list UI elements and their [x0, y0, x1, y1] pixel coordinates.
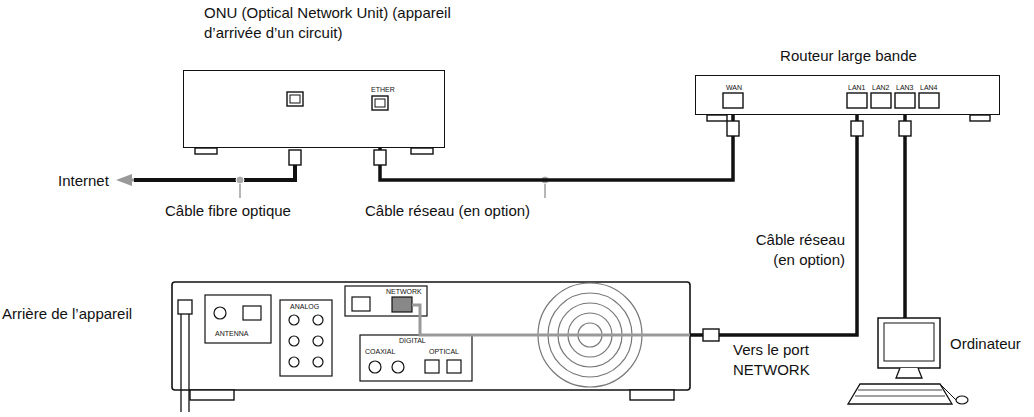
- panel-name: COAXIAL: [364, 348, 396, 355]
- node-label: Routeur large bande: [696, 46, 1001, 66]
- panel-name: ANALOG: [289, 303, 320, 310]
- panel-name: ANTENNA: [214, 330, 249, 337]
- router-box: Routeur large bande: [695, 75, 1000, 115]
- port-name: LAN2: [871, 84, 891, 91]
- device-rear: Arrière de l’appareil: [172, 282, 690, 390]
- node-label: ONU (Optical Network Unit) (appareil d’a…: [204, 3, 459, 42]
- port-name: ETHER: [370, 86, 396, 93]
- internet-label: Internet: [58, 171, 109, 191]
- cable-label: Câble réseau (en option): [365, 201, 530, 221]
- port-name: LAN3: [895, 84, 915, 91]
- panel-name: DIGITAL: [398, 337, 427, 344]
- node-label: Ordinateur: [950, 334, 1021, 354]
- cable-label: Câble réseau (en option): [735, 230, 845, 269]
- port-name: LAN4: [919, 84, 939, 91]
- onu-box: ONU (Optical Network Unit) (appareil d’a…: [183, 70, 445, 148]
- port-note: Vers le port NETWORK: [733, 340, 833, 379]
- port-name: WAN: [725, 84, 743, 91]
- network-cable: [903, 115, 907, 318]
- panel-name: OPTICAL: [428, 348, 460, 355]
- cable-label: Câble fibre optique: [165, 201, 291, 221]
- port-name: NETWORK: [385, 288, 423, 295]
- node-label: Arrière de l’appareil: [2, 304, 167, 324]
- computer: Ordinateur: [845, 318, 948, 413]
- network-cable: [690, 115, 857, 335]
- port-name: LAN1: [847, 84, 867, 91]
